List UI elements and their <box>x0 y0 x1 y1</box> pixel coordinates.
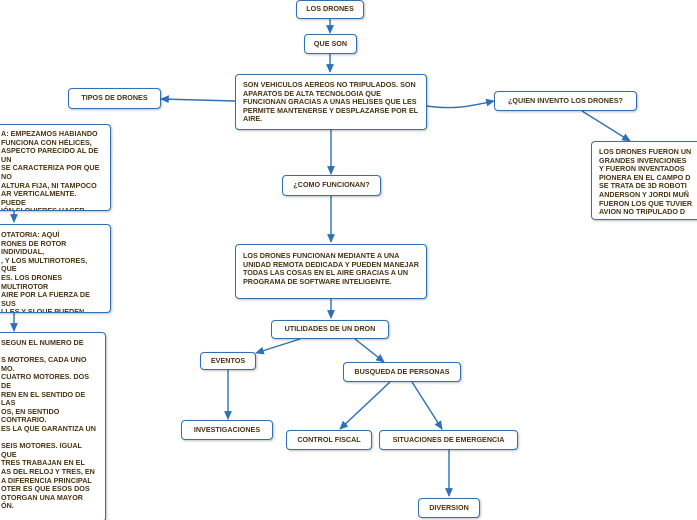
investigaciones-node[interactable]: INVESTIGACIONES <box>181 420 273 440</box>
busqueda-personas-node[interactable]: BUSQUEDA DE PERSONAS <box>343 362 461 382</box>
control-fiscal-node[interactable]: CONTROL FISCAL <box>286 430 372 450</box>
edge-busqueda-control <box>339 381 391 430</box>
tipos-de-drones-node[interactable]: TIPOS DE DRONES <box>68 88 161 109</box>
edge-utilidades-eventos <box>255 338 301 355</box>
quien-invento-node[interactable]: ¿QUIEN INVENTO LOS DRONES? <box>494 91 637 111</box>
definicion-node[interactable]: SON VEHICULOS AEREOS NO TRIPULADOS. SON … <box>235 74 427 130</box>
segun-motores-node[interactable]: SEGUN EL NUMERO DE s motores, cada uno m… <box>0 332 106 520</box>
inventores-node[interactable]: LOS DRONES FUERON UN GRANDES INVENCIONES… <box>591 141 697 220</box>
eventos-node[interactable]: EVENTOS <box>200 352 256 370</box>
que-son-node[interactable]: QUE SON <box>304 34 357 54</box>
ala-fija-node[interactable]: A: Empezamos habiando funciona con hélic… <box>0 124 111 211</box>
diversion-node[interactable]: DIVERSION <box>418 498 480 518</box>
situaciones-emergencia-node[interactable]: SITUACIONES DE EMERGENCIA <box>379 430 518 450</box>
edge-quien-inventores <box>581 110 631 142</box>
como-funcionan-node[interactable]: ¿COMO FUNCIONAN? <box>282 175 381 196</box>
utilidades-node[interactable]: UTILIDADES DE UN DRON <box>271 320 389 339</box>
root-node[interactable]: LOS DRONES <box>296 0 364 19</box>
edge-definicion-tipos <box>160 95 236 104</box>
funcionamiento-node[interactable]: LOS DRONES FUNCIONAN MEDIANTE A UNA UNID… <box>235 244 427 299</box>
edge-busqueda-emergencia <box>411 381 443 430</box>
rotatoria-node[interactable]: OTATORIA: Aquí rones de rotor individual… <box>0 224 111 313</box>
edge-definicion-quien <box>426 98 495 109</box>
edge-utilidades-busqueda <box>354 338 385 363</box>
